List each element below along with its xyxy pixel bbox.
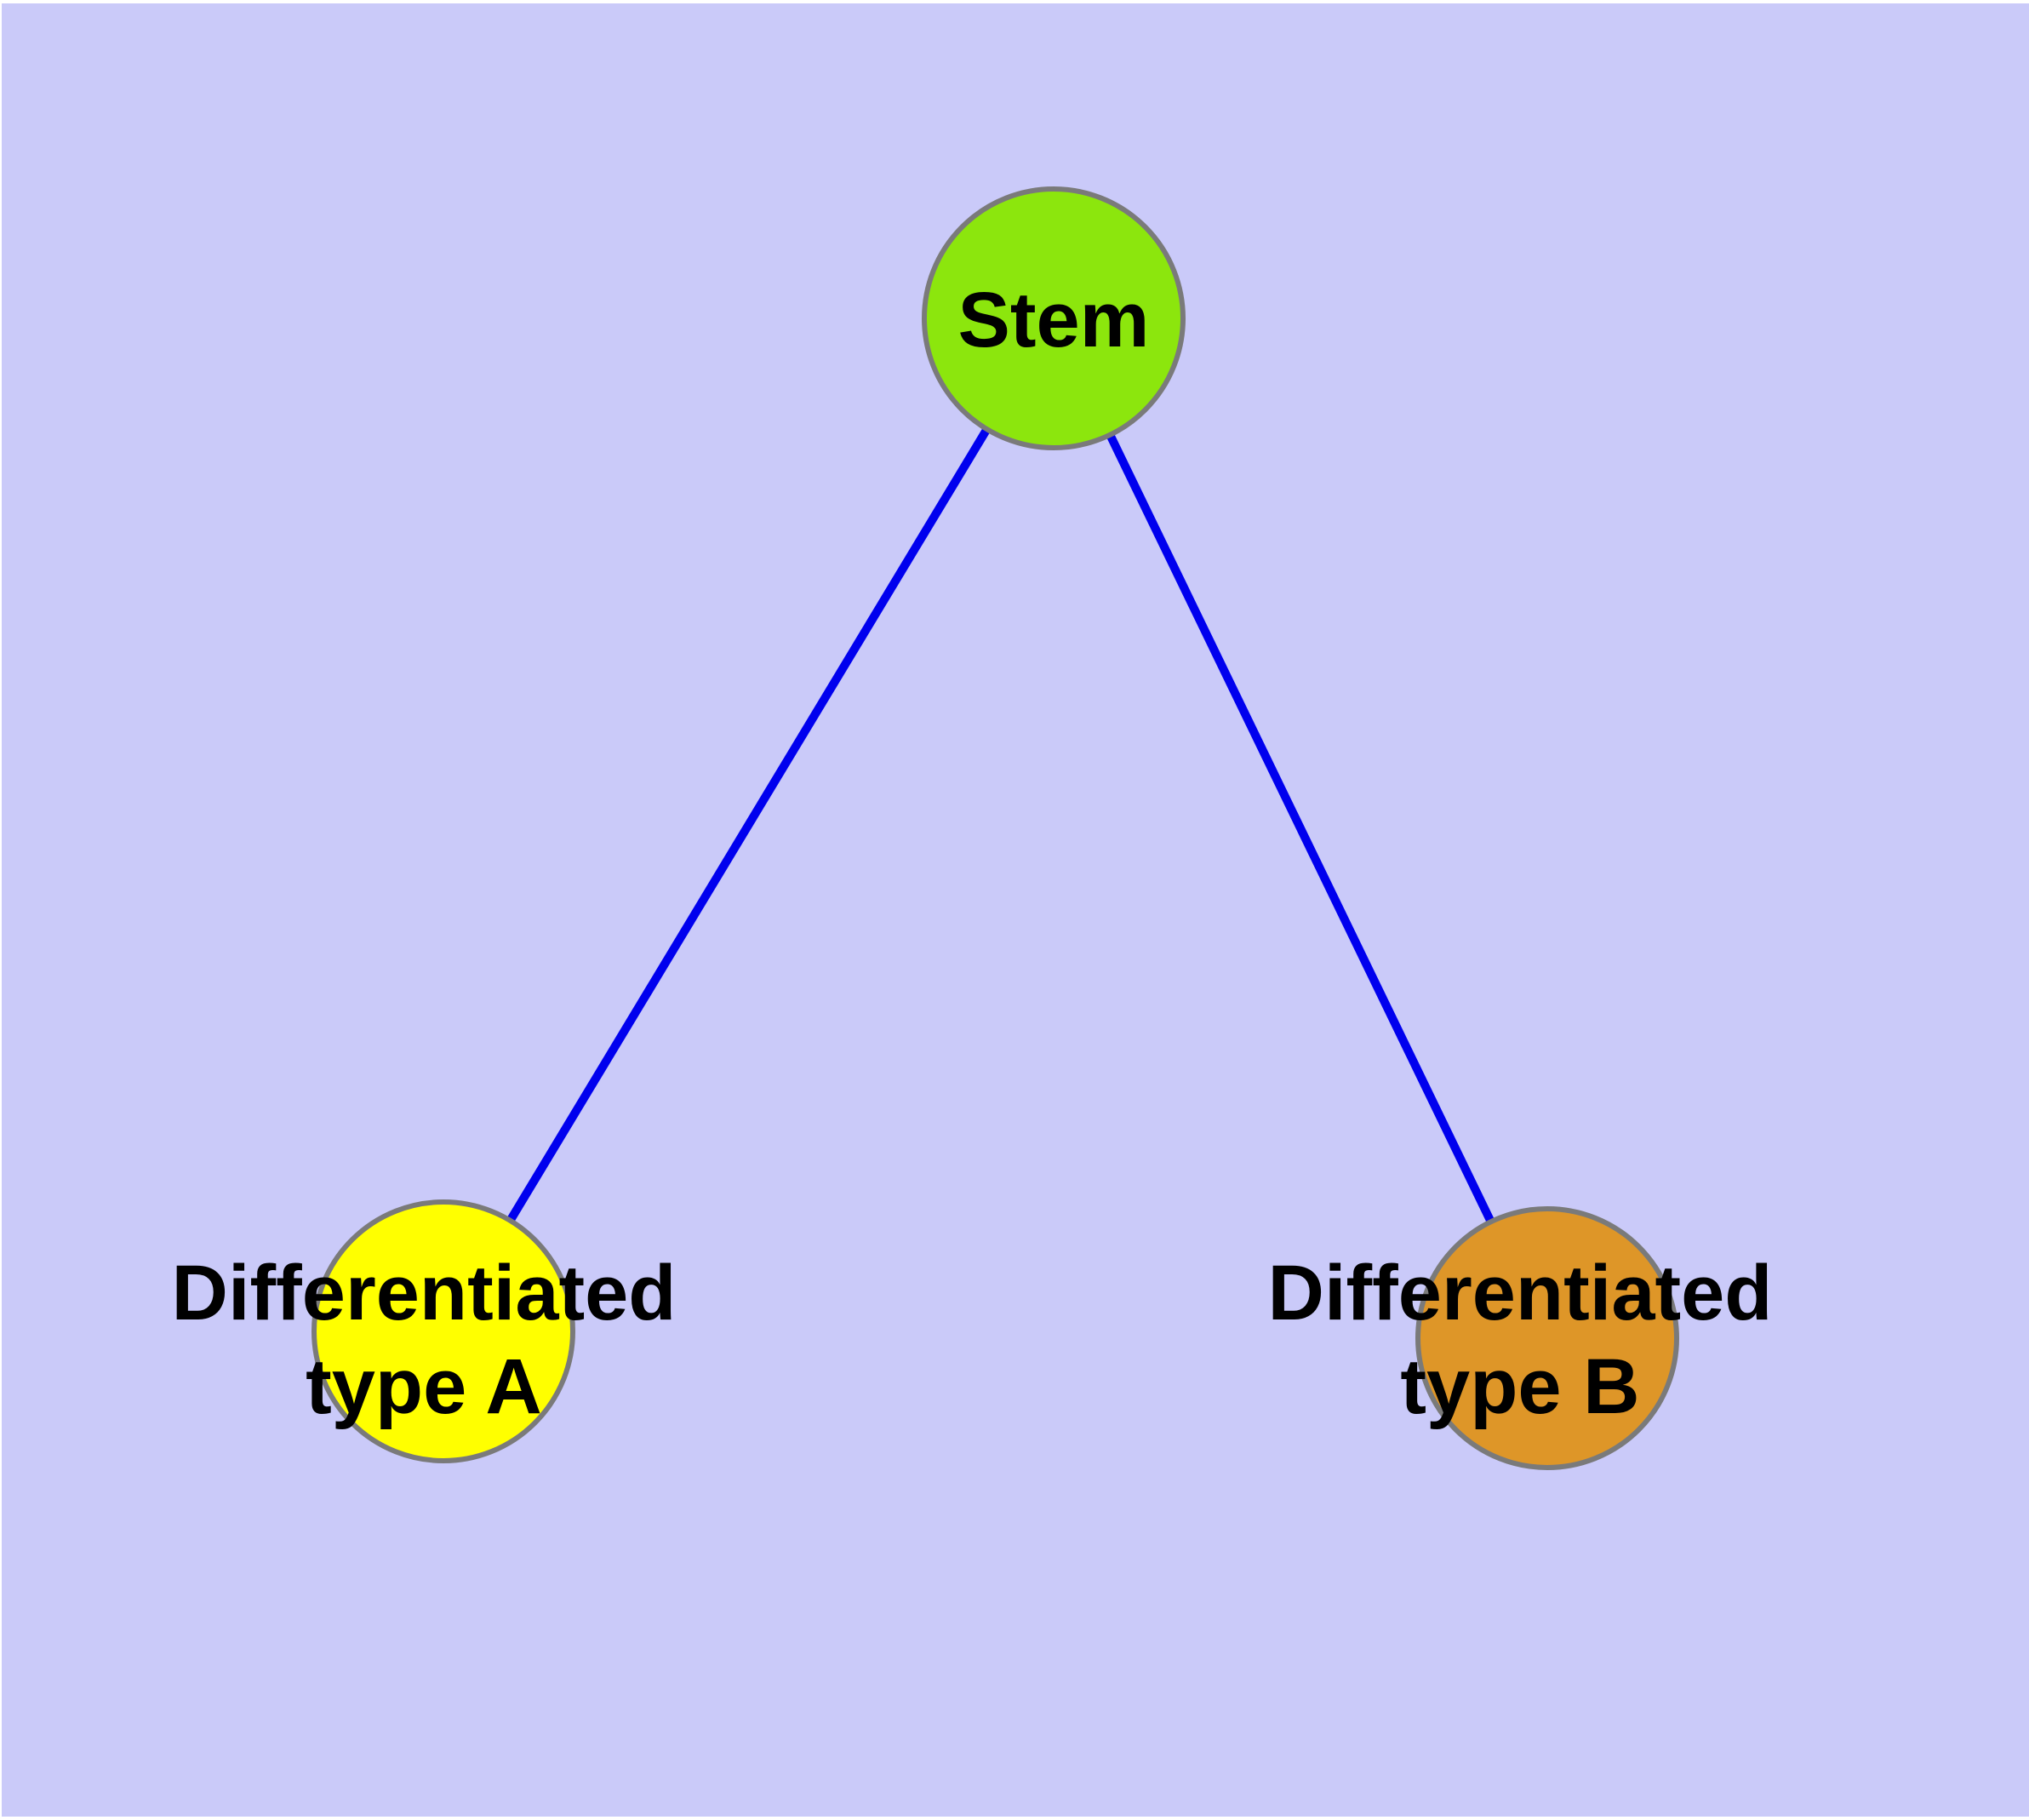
node-type-a-label-line1: Differentiated xyxy=(172,1250,677,1336)
node-type-b-circle xyxy=(1415,1206,1679,1470)
node-type-b-label-line2: type B xyxy=(1400,1343,1639,1430)
node-stem-label: Stem xyxy=(958,277,1150,363)
node-type-a-label-line2: type A xyxy=(306,1343,542,1430)
node-type-a-circle xyxy=(311,1199,575,1463)
node-stem-circle xyxy=(922,186,1186,450)
edge-stem-to-type-b xyxy=(1049,316,1552,1341)
node-type-b-label-line1: Differentiated xyxy=(1268,1250,1773,1336)
edge-stem-to-type-a xyxy=(439,316,1058,1334)
